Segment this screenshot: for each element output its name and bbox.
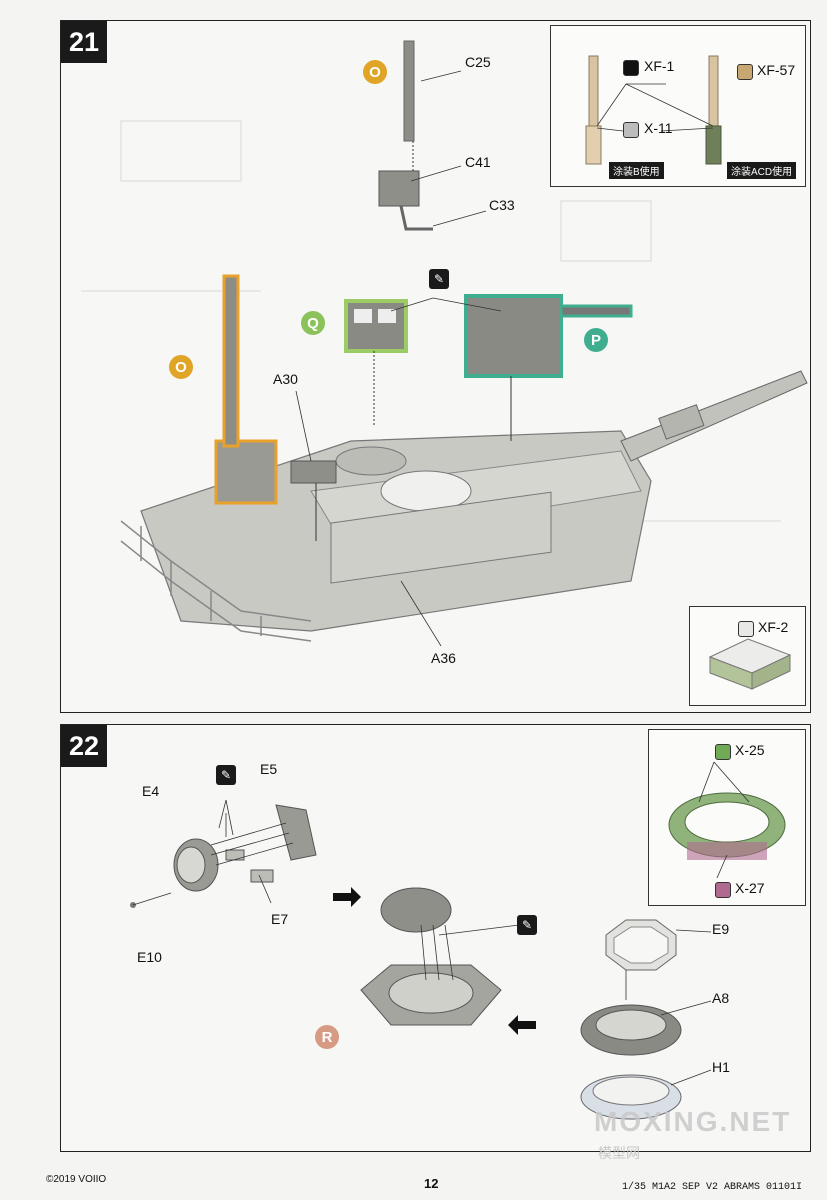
paint-label-x11: X-11 (644, 120, 673, 136)
callout-r: R (315, 1025, 339, 1049)
paint-square-icon (715, 882, 731, 898)
callout-p: P (584, 328, 608, 352)
glue-icon: ✎ (429, 269, 449, 289)
watermark-title: MOXING.NET (594, 1106, 792, 1137)
arrow-left-icon (508, 1015, 536, 1035)
paint-label-x27: X-27 (735, 880, 765, 896)
footer-product: 1/35 M1A2 SEP V2 ABRAMS 01101I (622, 1182, 803, 1193)
part-label-e4: E4 (142, 783, 160, 799)
part-label-h1: H1 (712, 1059, 730, 1075)
glue-icon: ✎ (216, 765, 236, 785)
watermark-subtitle: 模型网 (598, 1145, 640, 1161)
step-21-panel: 21 (60, 20, 811, 713)
paint-square-icon (623, 122, 639, 138)
hatch-ring-illustration (130, 799, 712, 1120)
part-label-e7: E7 (271, 911, 289, 927)
glue-icon: ✎ (517, 915, 537, 935)
note-scheme-acd: 涂装ACD使用 (727, 162, 797, 179)
part-label-a36: A36 (431, 650, 456, 666)
paint-label-xf57: XF-57 (757, 62, 796, 78)
paint-inset-box: XF-2 (689, 606, 806, 706)
paint-inset-antenna: XF-1 XF-57 X-11 涂装B使用 涂装ACD使用 (550, 25, 806, 187)
footer-copyright: ©2019 VOIIO (46, 1174, 107, 1185)
paint-label-x25: X-25 (735, 742, 765, 758)
part-label-c41: C41 (465, 154, 491, 170)
paint-label-xf2: XF-2 (758, 619, 789, 635)
paint-square-icon (715, 744, 731, 760)
part-label-a8: A8 (712, 990, 730, 1006)
paint-square-icon (623, 60, 639, 76)
callout-o-top: O (363, 60, 387, 84)
callout-q: Q (301, 311, 325, 335)
paint-inset-ring: X-25 X-27 (648, 729, 806, 906)
note-scheme-b: 涂装B使用 (609, 162, 664, 179)
antenna-paint-illustration (585, 55, 722, 165)
box-paint-illustration (708, 638, 792, 690)
ring-paint-illustration (668, 761, 786, 879)
paint-square-icon (737, 64, 753, 80)
page-number: 12 (424, 1176, 439, 1191)
step-22-panel: 22 (60, 724, 811, 1152)
part-label-a30: A30 (273, 371, 298, 387)
step-number: 21 (61, 21, 107, 63)
arrow-right-icon (333, 887, 361, 907)
paint-square-icon (738, 621, 754, 637)
part-label-e10: E10 (137, 949, 162, 965)
callout-o-left: O (169, 355, 193, 379)
part-label-c25: C25 (465, 54, 491, 70)
part-label-e5: E5 (260, 761, 278, 777)
turret-illustration (81, 40, 808, 647)
paint-label-xf1: XF-1 (644, 58, 675, 74)
step-number: 22 (61, 725, 107, 767)
part-label-e9: E9 (712, 921, 730, 937)
part-label-c33: C33 (489, 197, 515, 213)
